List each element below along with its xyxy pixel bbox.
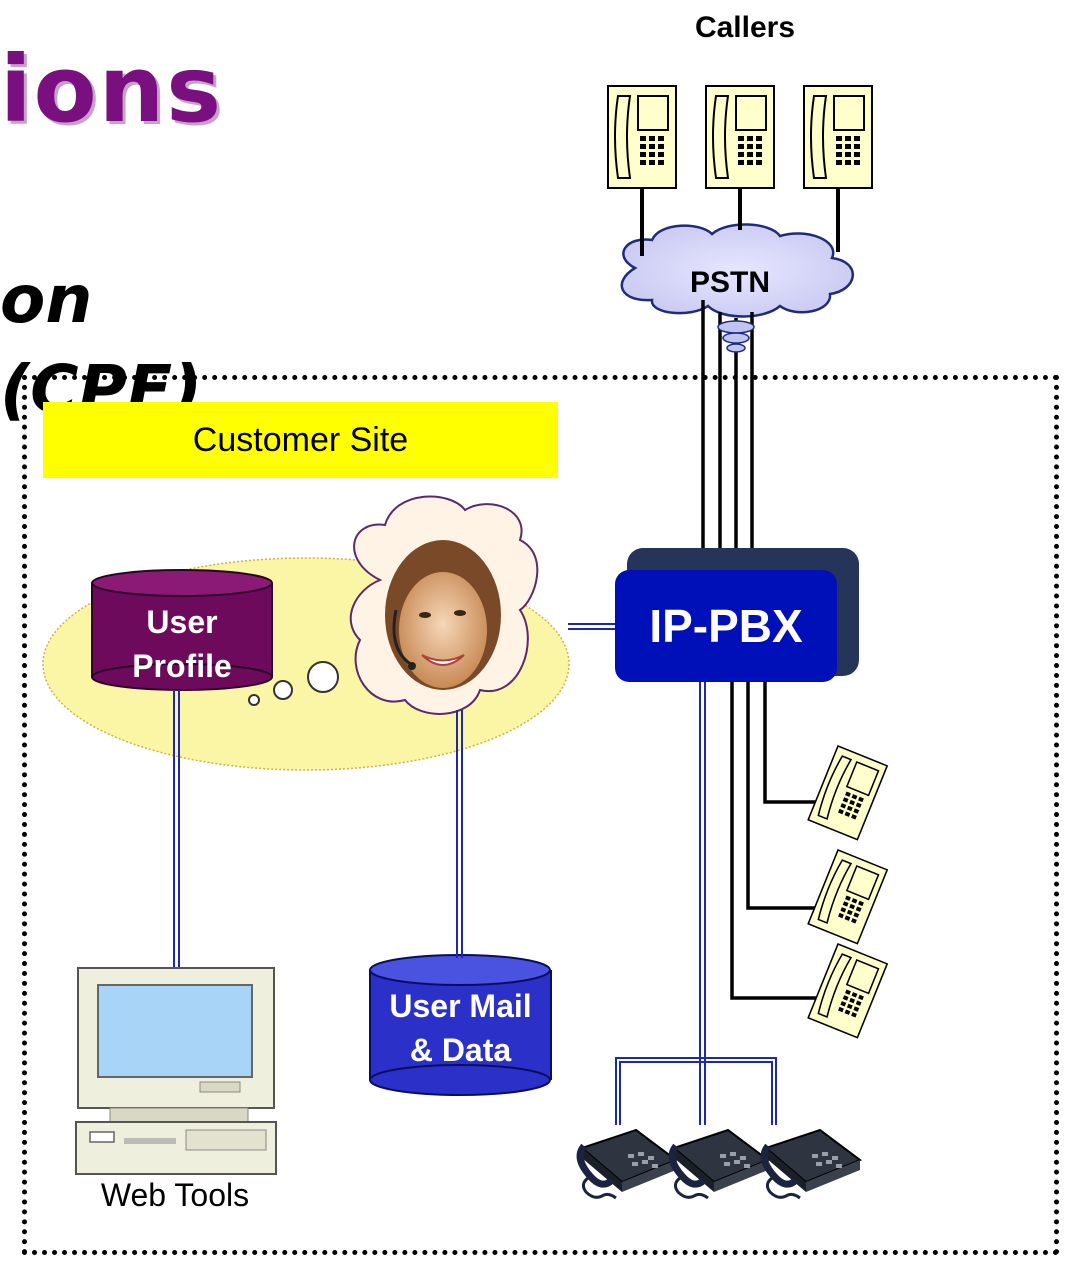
caller-lines [640,188,840,256]
pstn-label: PSTN [689,266,770,299]
trunk-lines [701,300,754,560]
web-tools-label: Web Tools [100,1177,250,1213]
user-mail-label-line1: User Mail [389,988,532,1024]
blue-links [173,623,777,1125]
pstn-cloud [620,223,854,318]
caller-phone-1 [607,85,677,189]
extension-phone-2 [807,849,888,945]
user-mail-database [369,954,552,1096]
ip-pbx-box: IP-PBX [615,570,837,682]
operator-avatar [349,495,539,715]
customer-site-label: Customer Site [43,402,558,478]
user-profile-label-line1: User [146,604,218,640]
caller-phone-3 [803,85,873,189]
user-profile-database [91,569,273,691]
extension-phone-1 [807,745,888,841]
caller-phone-2 [705,85,775,189]
ip-phone-3 [764,1130,860,1198]
ip-phone-1 [580,1130,676,1198]
user-profile-label-line2: Profile [132,648,232,684]
computer-icon [75,967,277,1175]
customer-site-boundary [22,375,1059,1255]
user-mail-label-line2: & Data [409,1032,512,1068]
ip-phone-2 [672,1130,768,1198]
trunk-bundle [717,320,755,353]
thought-bubbles [248,661,339,706]
extension-lines [730,680,830,1000]
callers-label: Callers [694,11,796,44]
user-profile-label: User Profile [92,600,272,688]
user-mail-label: User Mail & Data [370,984,551,1072]
extension-phone-3 [807,943,888,1039]
page-title-fragment: ions [0,36,223,143]
